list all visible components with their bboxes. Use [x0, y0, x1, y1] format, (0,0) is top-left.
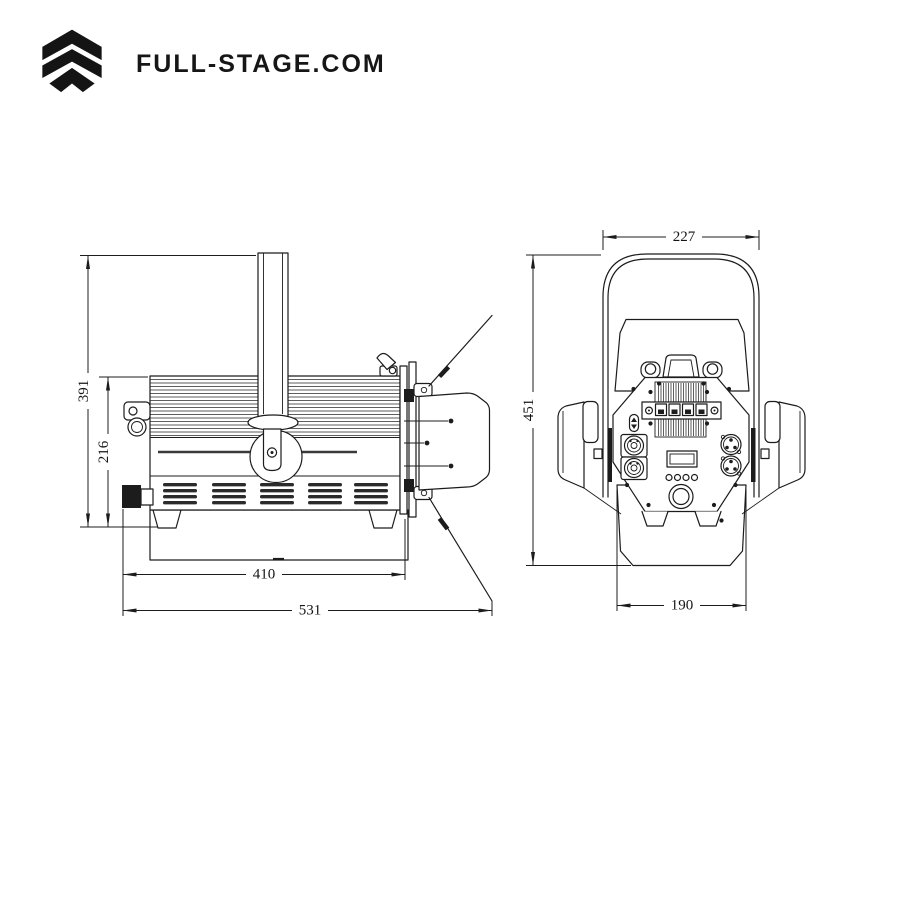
dim-body-height: 216 [96, 376, 148, 527]
side-view: 391 216 410 5 [76, 252, 493, 619]
barndoor-leaf-open-bottom [428, 496, 493, 602]
dim-label-body-length: 410 [253, 567, 276, 583]
dim-body-width: 190 [616, 489, 747, 614]
yoke-stowed-outline [149, 509, 409, 561]
xlr-out [720, 455, 742, 477]
feet [152, 509, 398, 529]
dim-yoke-width: 227 [602, 229, 760, 250]
safety-bracket [123, 401, 151, 421]
dim-label-body-width: 190 [671, 598, 694, 614]
accessory-frame [399, 361, 417, 518]
rear-feet [641, 510, 722, 527]
brand-logo-icon [42, 29, 102, 93]
yoke-bracket [602, 253, 760, 498]
yoke-collar [247, 414, 299, 431]
rear-knob [668, 483, 694, 510]
dim-label-rear-total-height: 451 [521, 399, 537, 422]
dim-rear-total-height: 451 [521, 254, 631, 566]
rear-view: 227 451 190 [521, 229, 806, 614]
flap-edge-left [583, 487, 622, 515]
dim-total-length: 531 [123, 601, 493, 619]
side-flap-left [557, 400, 612, 489]
xlr-in [720, 433, 742, 456]
barndoor-flap [404, 392, 491, 491]
side-flap-right [751, 400, 806, 489]
power-inlet [122, 485, 154, 508]
dim-body-length: 410 [122, 509, 406, 616]
carry-handle [640, 354, 723, 379]
barndoor-leaf-open-top [428, 314, 493, 387]
dim-label-total-height: 391 [76, 380, 92, 403]
brand-name: FULL-STAGE.COM [136, 49, 386, 78]
panel-screws [624, 381, 738, 523]
pivot-bolt [266, 447, 278, 458]
yoke-arm [257, 252, 289, 421]
flap-edge-right [741, 487, 780, 515]
brand-header: FULL-STAGE.COM [33, 22, 386, 106]
dim-label-total-length: 531 [299, 603, 322, 619]
menu-buttons [665, 473, 699, 482]
vent-slots [163, 483, 388, 505]
dim-label-body-height: 216 [96, 440, 112, 463]
dim-label-yoke-width: 227 [673, 229, 696, 245]
mount-knob [127, 417, 147, 437]
dip-switch-bar [641, 401, 722, 420]
powercon-in [620, 433, 648, 458]
dim-total-height: 391 [76, 255, 256, 528]
menu-display [666, 450, 698, 468]
updown-indicator [628, 413, 640, 433]
powercon-out [620, 456, 648, 481]
frame-latch [376, 352, 398, 377]
